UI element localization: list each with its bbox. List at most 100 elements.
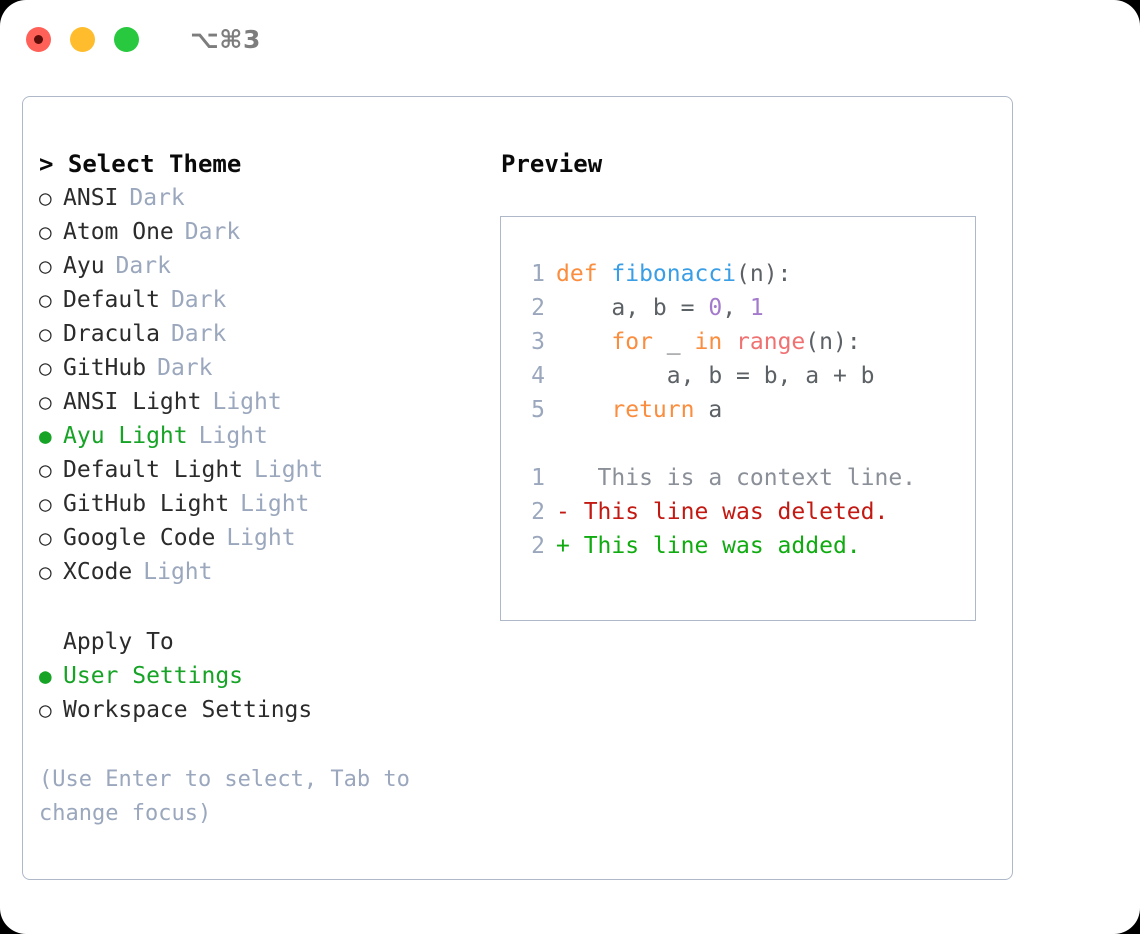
- code-line: 3 for _ in range(n):: [517, 325, 975, 359]
- apply-to-option-label: User Settings: [63, 663, 244, 689]
- diff-line: 1 This is a context line.: [517, 461, 975, 495]
- diff-sample: 1 This is a context line. 2 - This line wa…: [517, 461, 975, 563]
- token-num: 1: [749, 295, 764, 321]
- theme-variant-badge: Dark: [170, 287, 227, 313]
- radio-selected-icon: ●: [39, 664, 52, 688]
- token-plain: [556, 397, 611, 423]
- apply-to-option-label: Workspace Settings: [63, 697, 313, 723]
- radio-unselected-icon: ○: [39, 526, 52, 550]
- theme-item-github[interactable]: ○ GitHub Dark: [39, 351, 493, 385]
- token-punc: ,: [722, 295, 750, 321]
- line-number: 4: [531, 363, 545, 389]
- theme-item-label: Default: [63, 287, 160, 313]
- theme-item-label: Ayu: [63, 253, 105, 279]
- theme-item-label: ANSI: [63, 185, 119, 211]
- radio-unselected-icon: ○: [39, 458, 52, 482]
- line-number: 5: [531, 397, 545, 423]
- theme-variant-badge: Dark: [129, 185, 185, 211]
- radio-unselected-icon: ○: [39, 322, 52, 346]
- theme-item-label: GitHub Light: [63, 491, 230, 517]
- code-line: 2 a, b = 0, 1: [517, 291, 975, 325]
- title-bar: ⌥⌘3: [0, 0, 1140, 78]
- token-plain: [556, 329, 611, 355]
- diff-line: 2 - This line was deleted.: [517, 495, 975, 529]
- window-controls: [26, 26, 139, 52]
- diff-text-add: + This line was added.: [556, 533, 861, 559]
- zoom-button[interactable]: [114, 26, 139, 52]
- keyboard-shortcut-label: ⌥⌘3: [190, 24, 261, 54]
- diff-text-del: - This line was deleted.: [556, 499, 889, 525]
- theme-item-atom-one[interactable]: ○ Atom One Dark: [39, 215, 493, 249]
- theme-variant-badge: Light: [240, 491, 310, 517]
- token-bi: range: [736, 329, 806, 355]
- token-kw: in: [694, 329, 723, 355]
- radio-unselected-icon: ○: [39, 220, 52, 244]
- token-fn: fibonacci: [611, 261, 737, 287]
- token-kw: for: [611, 329, 653, 355]
- line-number: 1: [531, 465, 545, 491]
- token-plain: a, b = b, a + b: [556, 363, 875, 389]
- theme-item-github-light[interactable]: ○ GitHub Light Light: [39, 487, 493, 521]
- code-line: 4 a, b = b, a + b: [517, 359, 975, 393]
- apply-to-list[interactable]: ● User Settings ○ Workspace Settings: [39, 659, 493, 727]
- line-number: 3: [531, 329, 545, 355]
- token-plain: _: [652, 329, 695, 355]
- theme-item-label: Ayu Light: [63, 423, 188, 449]
- radio-unselected-icon: ○: [39, 560, 52, 584]
- apply-to-option-workspace-settings[interactable]: ○ Workspace Settings: [39, 693, 493, 727]
- token-punc: (n):: [805, 329, 861, 355]
- theme-item-label: Default Light: [63, 457, 244, 483]
- theme-item-dracula[interactable]: ○ Dracula Dark: [39, 317, 493, 351]
- theme-item-label: ANSI Light: [63, 389, 202, 415]
- theme-item-default[interactable]: ○ Default Dark: [39, 283, 493, 317]
- radio-unselected-icon: ○: [39, 356, 52, 380]
- line-number: 2: [531, 499, 545, 525]
- radio-unselected-icon: ○: [39, 390, 52, 414]
- theme-variant-badge: Light: [198, 423, 268, 449]
- theme-item-label: XCode: [63, 559, 133, 585]
- token-punc: (n):: [736, 261, 792, 287]
- theme-variant-badge: Light: [212, 389, 282, 415]
- theme-item-xcode[interactable]: ○ XCode Light: [39, 555, 493, 589]
- theme-variant-badge: Dark: [157, 355, 213, 381]
- theme-variant-badge: Light: [254, 457, 324, 483]
- diff-line: 2+ This line was added.: [517, 529, 975, 563]
- theme-item-default-light[interactable]: ○ Default Light Light: [39, 453, 493, 487]
- preview-header: Preview: [501, 150, 603, 178]
- code-line: 5 return a: [517, 393, 975, 427]
- minimize-button[interactable]: [70, 26, 95, 52]
- radio-unselected-icon: ○: [39, 288, 52, 312]
- theme-variant-badge: Light: [143, 559, 213, 585]
- theme-variant-badge: Dark: [184, 219, 241, 245]
- apply-to-option-user-settings[interactable]: ● User Settings: [39, 659, 493, 693]
- radio-selected-icon: ●: [39, 424, 52, 448]
- token-kw: return: [611, 397, 695, 423]
- theme-item-ayu-light[interactable]: ● Ayu Light Light: [39, 419, 493, 453]
- code-text: a, b = b, a + b: [556, 359, 875, 393]
- radio-unselected-icon: ○: [39, 492, 52, 516]
- code-text: a, b = 0, 1: [556, 291, 764, 325]
- theme-item-label: Dracula: [63, 321, 160, 347]
- radio-unselected-icon: ○: [39, 698, 52, 722]
- theme-item-ansi-light[interactable]: ○ ANSI Light Light: [39, 385, 493, 419]
- code-text: for _ in range(n):: [556, 325, 861, 359]
- theme-item-label: GitHub: [63, 355, 147, 381]
- token-kw: def: [556, 261, 612, 287]
- token-plain: a: [694, 397, 723, 423]
- radio-unselected-icon: ○: [39, 254, 52, 278]
- theme-item-label: Atom One: [63, 219, 174, 245]
- theme-variant-badge: Dark: [170, 321, 227, 347]
- radio-unselected-icon: ○: [39, 186, 52, 210]
- close-button[interactable]: [26, 26, 51, 52]
- theme-item-ansi[interactable]: ○ ANSI Dark: [39, 181, 493, 215]
